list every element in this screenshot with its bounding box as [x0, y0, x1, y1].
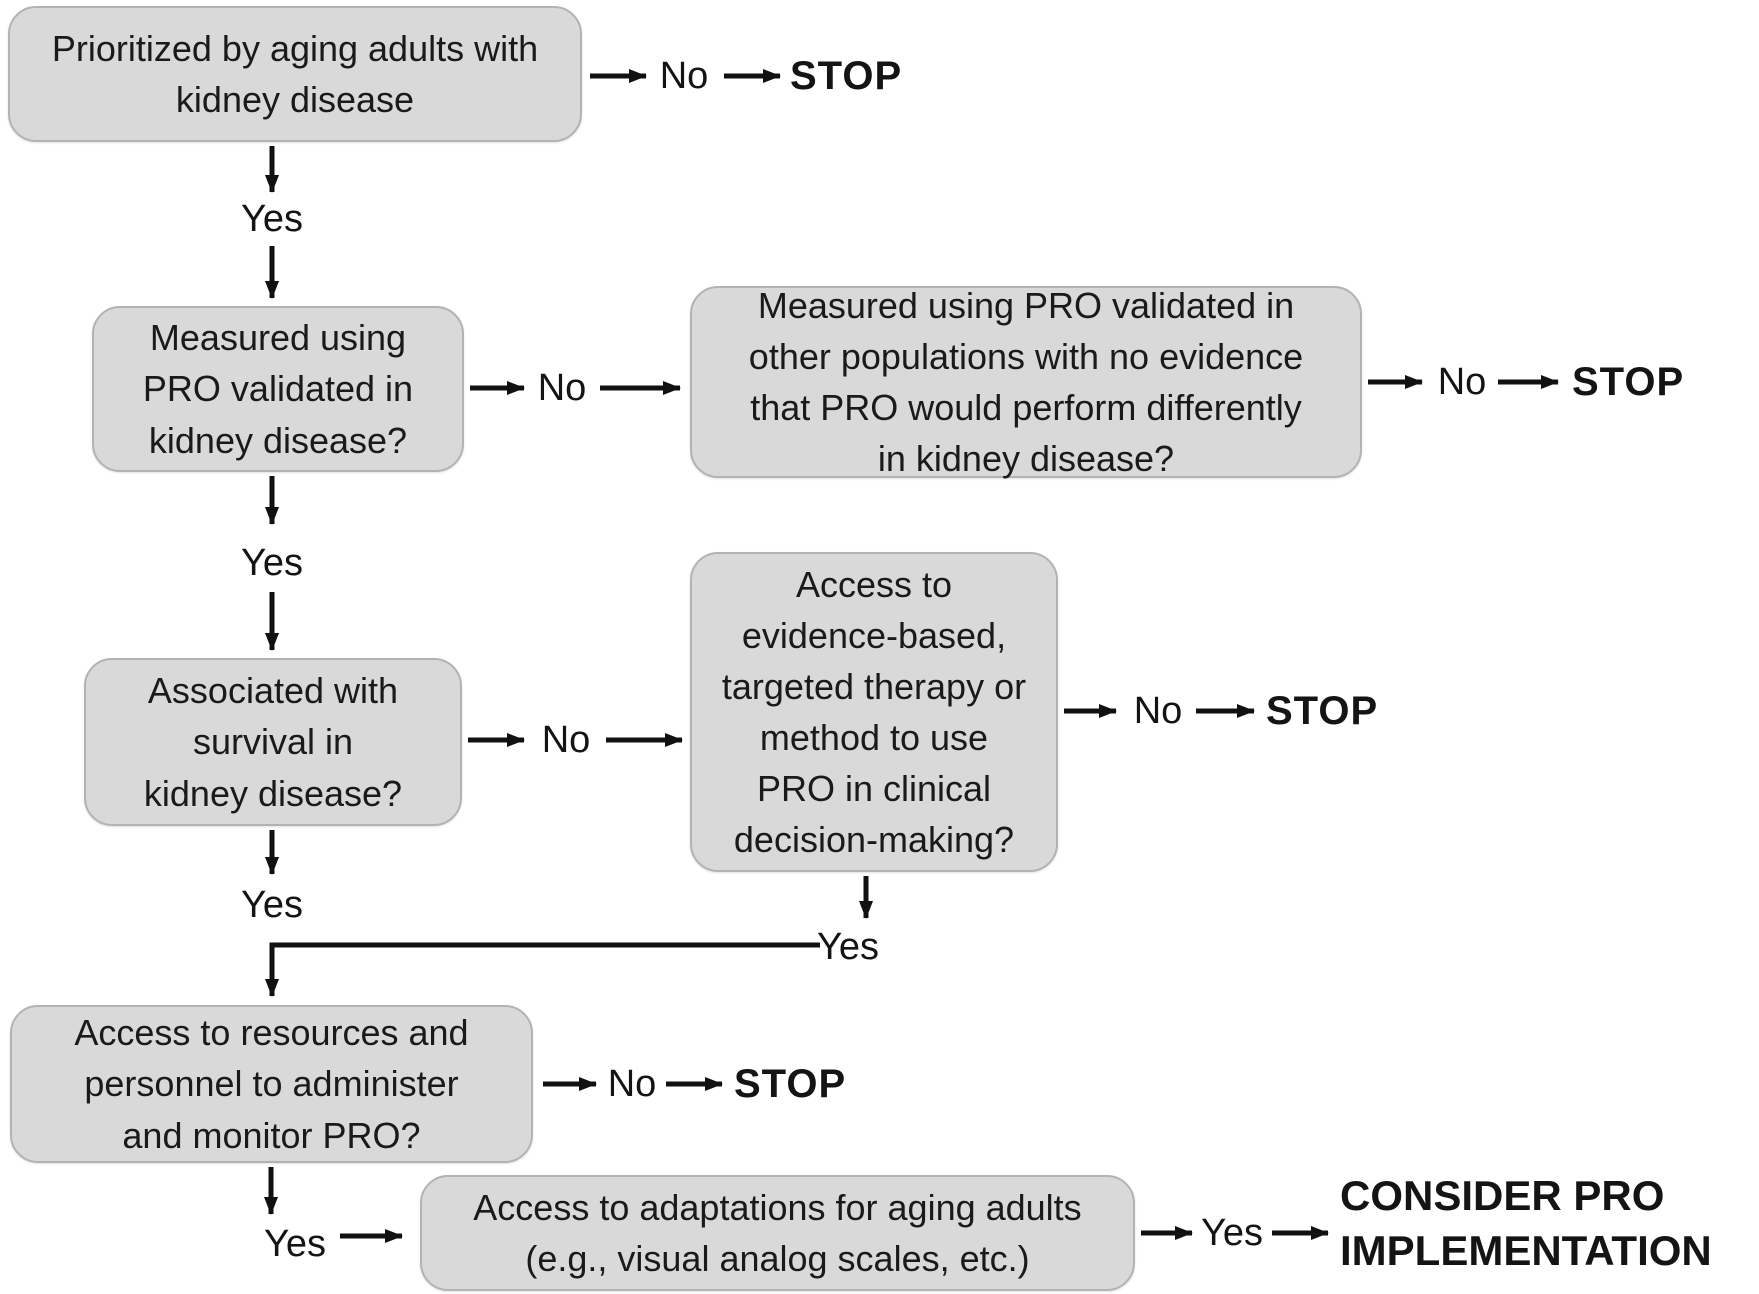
no-label-1: No	[659, 55, 709, 97]
node-survival-association: Associated with survival in kidney disea…	[84, 658, 462, 826]
node-resources-access: Access to resources and personnel to adm…	[10, 1005, 533, 1163]
node-pro-validated-kidney: Measured using PRO validated in kidney d…	[92, 306, 464, 472]
no-label-4: No	[541, 719, 591, 761]
stop-label-1: STOP	[790, 54, 903, 98]
node-pro-validated-other: Measured using PRO validated in other po…	[690, 285, 1362, 479]
node-adaptations-access: Access to adaptations for aging adults (…	[420, 1175, 1135, 1291]
no-label-6: No	[607, 1063, 657, 1105]
no-label-5: No	[1133, 690, 1183, 732]
yes-label-6: Yes	[1201, 1212, 1263, 1254]
consider-pro-implementation: CONSIDER PRO IMPLEMENTATION	[1340, 1172, 1712, 1275]
yes-label-2: Yes	[241, 542, 303, 584]
node-therapy-access: Access to evidence-based, targeted thera…	[690, 552, 1058, 872]
node-prioritized: Prioritized by aging adults with kidney …	[8, 6, 582, 142]
stop-label-4: STOP	[734, 1062, 847, 1106]
yes-label-5: Yes	[264, 1223, 326, 1265]
stop-label-2: STOP	[1572, 360, 1685, 404]
yes-label-3: Yes	[241, 884, 303, 926]
no-label-3: No	[1437, 361, 1487, 403]
stop-label-3: STOP	[1266, 689, 1379, 733]
yes-label-4: Yes	[817, 926, 879, 968]
yes-label-1: Yes	[241, 198, 303, 240]
no-label-2: No	[537, 367, 587, 409]
